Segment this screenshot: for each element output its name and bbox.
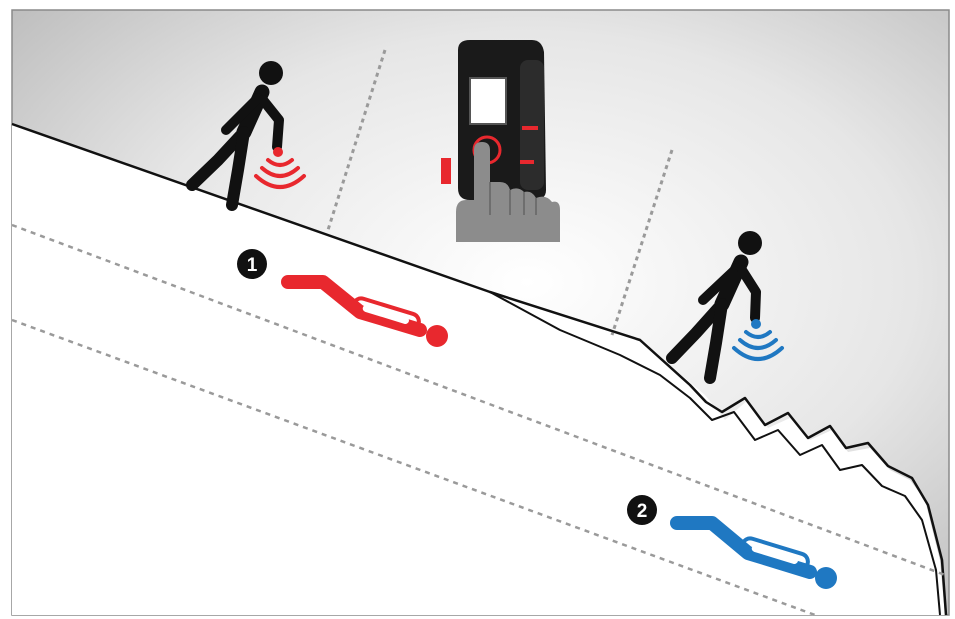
transceiver-screen [470,78,506,124]
searcher-2-head [738,231,762,255]
victim-1-head [426,325,448,347]
victim-2-badge-label: 2 [637,501,648,522]
transceiver-red-indicator-1 [522,126,538,130]
victim-2-head [815,567,837,589]
transceiver-red-side-button [441,158,451,184]
victim-1-badge-label: 1 [247,255,258,276]
transceiver-device [441,40,560,242]
searcher-1-head [259,61,283,85]
victim-1-badge: 1 [237,249,267,279]
transceiver-red-indicator-2 [520,160,534,164]
transceiver-side-grip [520,60,544,190]
victim-2-badge: 2 [627,495,657,525]
